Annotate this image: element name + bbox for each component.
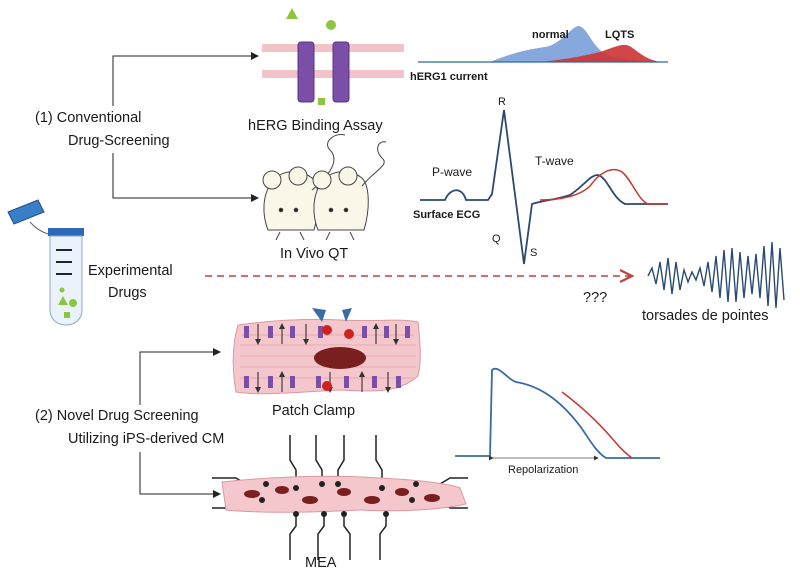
conventional-label-line2: Drug-Screening bbox=[68, 133, 170, 149]
herg-channel-illustration bbox=[262, 8, 404, 105]
herg-assay-label: hERG Binding Assay bbox=[248, 118, 383, 134]
torsades-label: torsades de pointes bbox=[642, 308, 769, 324]
patch-pipette-right bbox=[342, 308, 352, 322]
patch-clamp-cell bbox=[232, 308, 421, 395]
patch-clamp-label: Patch Clamp bbox=[272, 403, 355, 419]
action-potential-plot: Repolarization bbox=[455, 367, 660, 476]
novel-connector bbox=[139, 348, 221, 498]
p-wave-label: P-wave bbox=[432, 165, 472, 179]
drug-triangle-icon bbox=[286, 8, 298, 19]
mea-illustration bbox=[212, 435, 468, 560]
ecg-r-label: R bbox=[498, 96, 506, 108]
conventional-connector bbox=[112, 52, 259, 202]
ecg-s-label: S bbox=[530, 247, 537, 259]
unknown-label: ??? bbox=[583, 290, 607, 306]
herg-current-label: hERG1 current bbox=[410, 71, 488, 83]
test-tube-icon bbox=[7, 199, 84, 326]
conventional-label-line1: (1) Conventional bbox=[35, 110, 141, 126]
in-vivo-qt-label: In Vivo QT bbox=[280, 246, 348, 262]
patch-pipette-left bbox=[312, 308, 326, 322]
drug-circle-icon bbox=[326, 20, 336, 30]
mice-illustration bbox=[262, 133, 387, 241]
normal-label: normal bbox=[532, 29, 569, 41]
repolarization-label: Repolarization bbox=[508, 464, 578, 476]
ecg-q-label: Q bbox=[492, 233, 501, 245]
experimental-label-line1: Experimental bbox=[88, 263, 173, 279]
lqts-label: LQTS bbox=[605, 29, 634, 41]
surface-ecg-label: Surface ECG bbox=[413, 209, 480, 221]
experimental-label-line2: Drugs bbox=[108, 285, 147, 301]
ecg-trace: P-wave T-wave Surface ECG R Q S bbox=[413, 96, 668, 265]
nucleus bbox=[314, 347, 366, 369]
t-wave-label: T-wave bbox=[535, 154, 574, 168]
torsades-trace bbox=[647, 241, 785, 309]
herg-current-plot: normal LQTS hERG1 current bbox=[410, 26, 668, 83]
mea-label: MEA bbox=[305, 555, 337, 571]
drug-square-icon bbox=[318, 98, 325, 105]
novel-label-line1: (2) Novel Drug Screening bbox=[35, 408, 199, 424]
novel-label-line2: Utilizing iPS-derived CM bbox=[68, 431, 224, 447]
